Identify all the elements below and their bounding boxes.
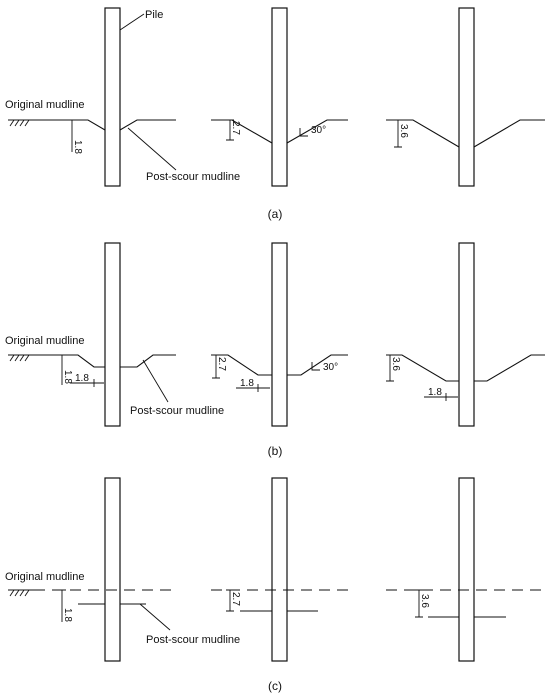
pile-b1 bbox=[104, 242, 121, 427]
ground-hatch-icon bbox=[8, 119, 34, 127]
ground-hatch-icon bbox=[8, 354, 34, 362]
post-scour-label-a: Post-scour mudline bbox=[146, 171, 240, 183]
caption-c: (c) bbox=[268, 679, 282, 693]
angle-b2: 30° bbox=[323, 362, 338, 373]
ground-hatch-icon bbox=[8, 589, 34, 597]
pile-a1 bbox=[104, 7, 121, 187]
pile-b3 bbox=[458, 242, 475, 427]
original-mudline-label-b: Original mudline bbox=[5, 335, 84, 347]
caption-a: (a) bbox=[268, 207, 283, 221]
depth-c1: 1.8 bbox=[62, 608, 73, 622]
width-b2: 1.8 bbox=[240, 378, 254, 389]
depth-a2: 2.7 bbox=[230, 121, 241, 135]
pile-b2 bbox=[271, 242, 288, 427]
original-mudline-label-c: Original mudline bbox=[5, 571, 84, 583]
depth-b2: 2.7 bbox=[216, 357, 227, 371]
angle-a2: 30° bbox=[311, 125, 326, 136]
depth-a1: 1.8 bbox=[72, 140, 83, 154]
depth-c2: 2.7 bbox=[230, 592, 241, 606]
post-scour-label-b: Post-scour mudline bbox=[130, 405, 224, 417]
depth-b3: 3.6 bbox=[390, 357, 401, 371]
width-b1: 1.8 bbox=[75, 373, 89, 384]
pile-c1 bbox=[104, 477, 121, 662]
pile-c3 bbox=[458, 477, 475, 662]
panel-b: Original mudline 1.8 1.8 Post-scour mudl… bbox=[5, 242, 545, 458]
depth-b1: 1.8 bbox=[62, 370, 73, 384]
width-b3: 1.8 bbox=[428, 387, 442, 398]
depth-a3: 3.6 bbox=[398, 124, 409, 138]
panel-a: Pile Original mudline 1.8 Post-scour mud… bbox=[5, 7, 545, 221]
pile-a3 bbox=[458, 7, 475, 187]
panel-c: Original mudline 1.8 Post-scour mudline … bbox=[5, 477, 545, 693]
caption-b: (b) bbox=[268, 444, 283, 458]
post-scour-label-c: Post-scour mudline bbox=[146, 634, 240, 646]
pile-label: Pile bbox=[145, 9, 163, 21]
depth-c3: 3.6 bbox=[419, 594, 430, 608]
pile-c2 bbox=[271, 477, 288, 662]
pile-a2 bbox=[271, 7, 288, 187]
original-mudline-label: Original mudline bbox=[5, 99, 84, 111]
